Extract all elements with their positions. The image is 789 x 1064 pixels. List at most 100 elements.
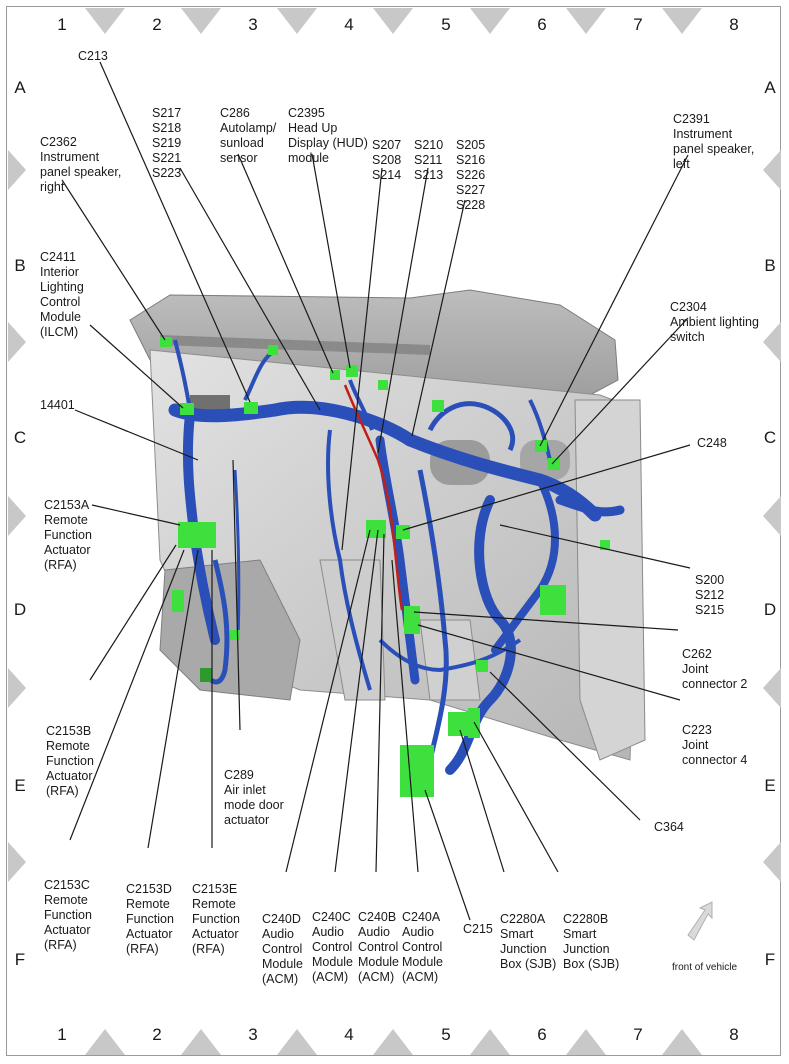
grid-col-5-top: 5 [441, 15, 451, 34]
right-side-panel [574, 399, 646, 761]
leader-c2280a [459, 729, 505, 873]
grid-marker-triangle [8, 322, 26, 362]
grid-row-e-left: E [14, 776, 26, 795]
grid-marker-triangle [277, 8, 317, 34]
leader-s205 [411, 199, 466, 437]
leader-lines [61, 61, 691, 921]
harness-lower-center [378, 638, 522, 673]
connector-c2153a [178, 522, 216, 548]
connector-c2395 [346, 365, 358, 377]
callout-c364: C364 [654, 820, 684, 834]
grid-row-c-right: C [763, 428, 777, 447]
connector-c213 [244, 402, 258, 414]
grid-marker-triangle [277, 1029, 317, 1055]
harness-center-branch-2 [417, 469, 449, 761]
harness-left-upper [173, 339, 192, 411]
grid-row-f-left: F [14, 950, 26, 969]
connector-misc [540, 585, 566, 615]
grid-marker-triangle [566, 8, 606, 34]
grid-row-c-left: C [13, 428, 27, 447]
grid-row-f-right: F [764, 950, 776, 969]
connector-misc [268, 345, 278, 355]
callout-c248: C248 [697, 436, 727, 450]
callout-14401: 14401 [40, 398, 75, 412]
leader-c240b [375, 533, 385, 873]
grid-col-3-top: 3 [248, 15, 258, 34]
grid-col-1-top: 1 [57, 15, 67, 34]
grid-row-a-right: A [764, 78, 776, 97]
grid-marker-triangle [763, 496, 781, 536]
grid-col-7-top: 7 [633, 15, 643, 34]
grid-marker-triangle [85, 8, 125, 34]
connector-c223 [476, 660, 488, 672]
grid-marker-triangle [8, 496, 26, 536]
connector-c2411 [180, 403, 194, 415]
leader-s207 [341, 167, 383, 551]
callout-c215: C215 [463, 922, 493, 936]
grid-row-d-left: D [13, 600, 27, 619]
grid-marker-triangle [470, 1029, 510, 1055]
grid-row-b-right: B [764, 256, 776, 275]
callout-c213: C213 [78, 49, 108, 63]
leader-c2280b [473, 721, 559, 873]
grid-marker-triangle [85, 1029, 125, 1055]
connector-misc [432, 400, 444, 412]
leader-s217 [179, 167, 321, 411]
grid-row-b-left: B [14, 256, 26, 275]
grid-marker-triangle [662, 1029, 702, 1055]
grid-col-4-bottom: 4 [344, 1025, 354, 1044]
connector-c215 [400, 745, 434, 797]
grid-marker-triangle [763, 842, 781, 882]
grid-marker-triangle [181, 1029, 221, 1055]
connector-c2391 [535, 440, 547, 452]
grid-col-2-top: 2 [152, 15, 162, 34]
grid-marker-triangle [763, 150, 781, 190]
connector-c248 [396, 525, 410, 539]
leader-c2153c [69, 549, 185, 841]
leader-c2391 [539, 154, 689, 447]
leader-c240c [334, 529, 379, 873]
leader-c2362 [61, 179, 166, 341]
grid-row-a-left: A [14, 78, 26, 97]
grid-col-6-top: 6 [537, 15, 547, 34]
leader-c223 [417, 624, 681, 701]
grid-marker-triangle [470, 8, 510, 34]
harness-hud-branch [348, 379, 374, 431]
leader-c213 [99, 61, 251, 403]
leader-c215 [424, 789, 471, 921]
leader-s210 [377, 167, 429, 454]
leader-c2153d [147, 549, 199, 849]
leader-c262 [413, 611, 679, 631]
leader-c2153a [91, 504, 181, 526]
connector-c286 [330, 370, 340, 380]
grid-marker-triangle [8, 668, 26, 708]
lower-right-bracket [419, 619, 481, 701]
connector-c2362 [160, 337, 172, 347]
grid-marker-triangle [8, 150, 26, 190]
connector-misc [200, 668, 212, 682]
harness-center-drop [375, 435, 420, 685]
grid-col-4-top: 4 [344, 15, 354, 34]
grid-col-6-bottom: 6 [537, 1025, 547, 1044]
harness-right-end [555, 495, 625, 517]
leader-c364 [489, 671, 641, 821]
harness-right-upper [528, 399, 552, 461]
leader-c286 [237, 153, 334, 374]
front-of-vehicle-label: front of vehicle [672, 962, 738, 973]
